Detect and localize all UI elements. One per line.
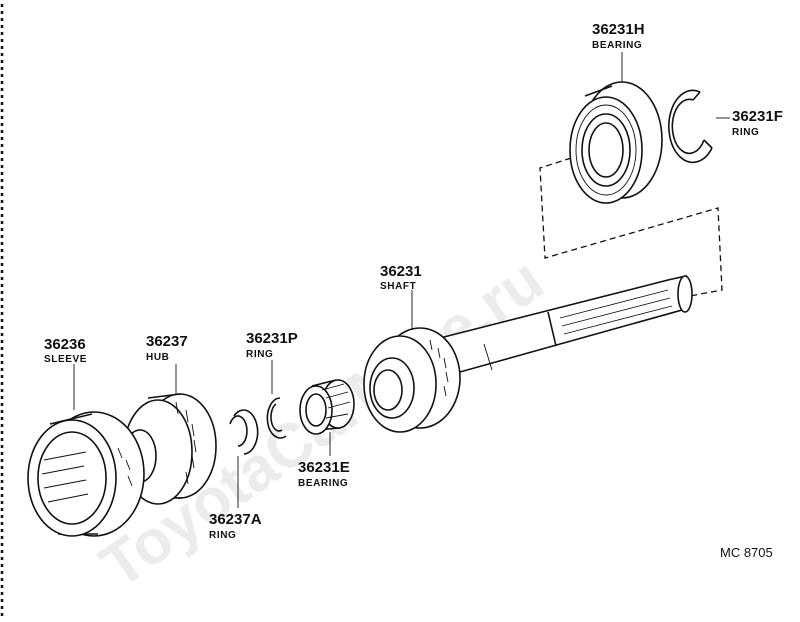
sleeve-36236-part	[27, 411, 145, 537]
hub-36237-part	[123, 393, 217, 505]
bearing-36231h-part	[569, 81, 663, 204]
part-name-ring-f: RING	[732, 127, 759, 138]
part-name-shaft: SHAFT	[380, 281, 416, 292]
ring-36231f-part	[668, 89, 713, 164]
part-number-36231f: 36231F	[732, 108, 783, 125]
part-number-36231p: 36231P	[246, 330, 298, 347]
part-name-sleeve: SLEEVE	[44, 354, 87, 365]
part-number-36231e: 36231E	[298, 459, 350, 476]
part-name-ring-p: RING	[246, 349, 273, 360]
part-number-36237a: 36237A	[209, 511, 262, 528]
part-number-36236: 36236	[44, 336, 86, 353]
shaft-36231-part	[363, 275, 693, 433]
part-name-bearing-h: BEARING	[592, 40, 642, 51]
part-name-bearing-e: BEARING	[298, 478, 348, 489]
alignment-guide	[539, 151, 723, 297]
part-name-ring-a: RING	[209, 530, 236, 541]
part-name-hub: HUB	[146, 352, 169, 363]
bearing-36231e-part	[299, 379, 355, 435]
part-number-36237: 36237	[146, 333, 188, 350]
part-number-36231h: 36231H	[592, 21, 645, 38]
part-number-36231: 36231	[380, 263, 422, 280]
figure-code: MC 8705	[720, 545, 773, 560]
ring-36231p-part	[266, 397, 287, 439]
ring-36237a-part	[229, 409, 259, 455]
